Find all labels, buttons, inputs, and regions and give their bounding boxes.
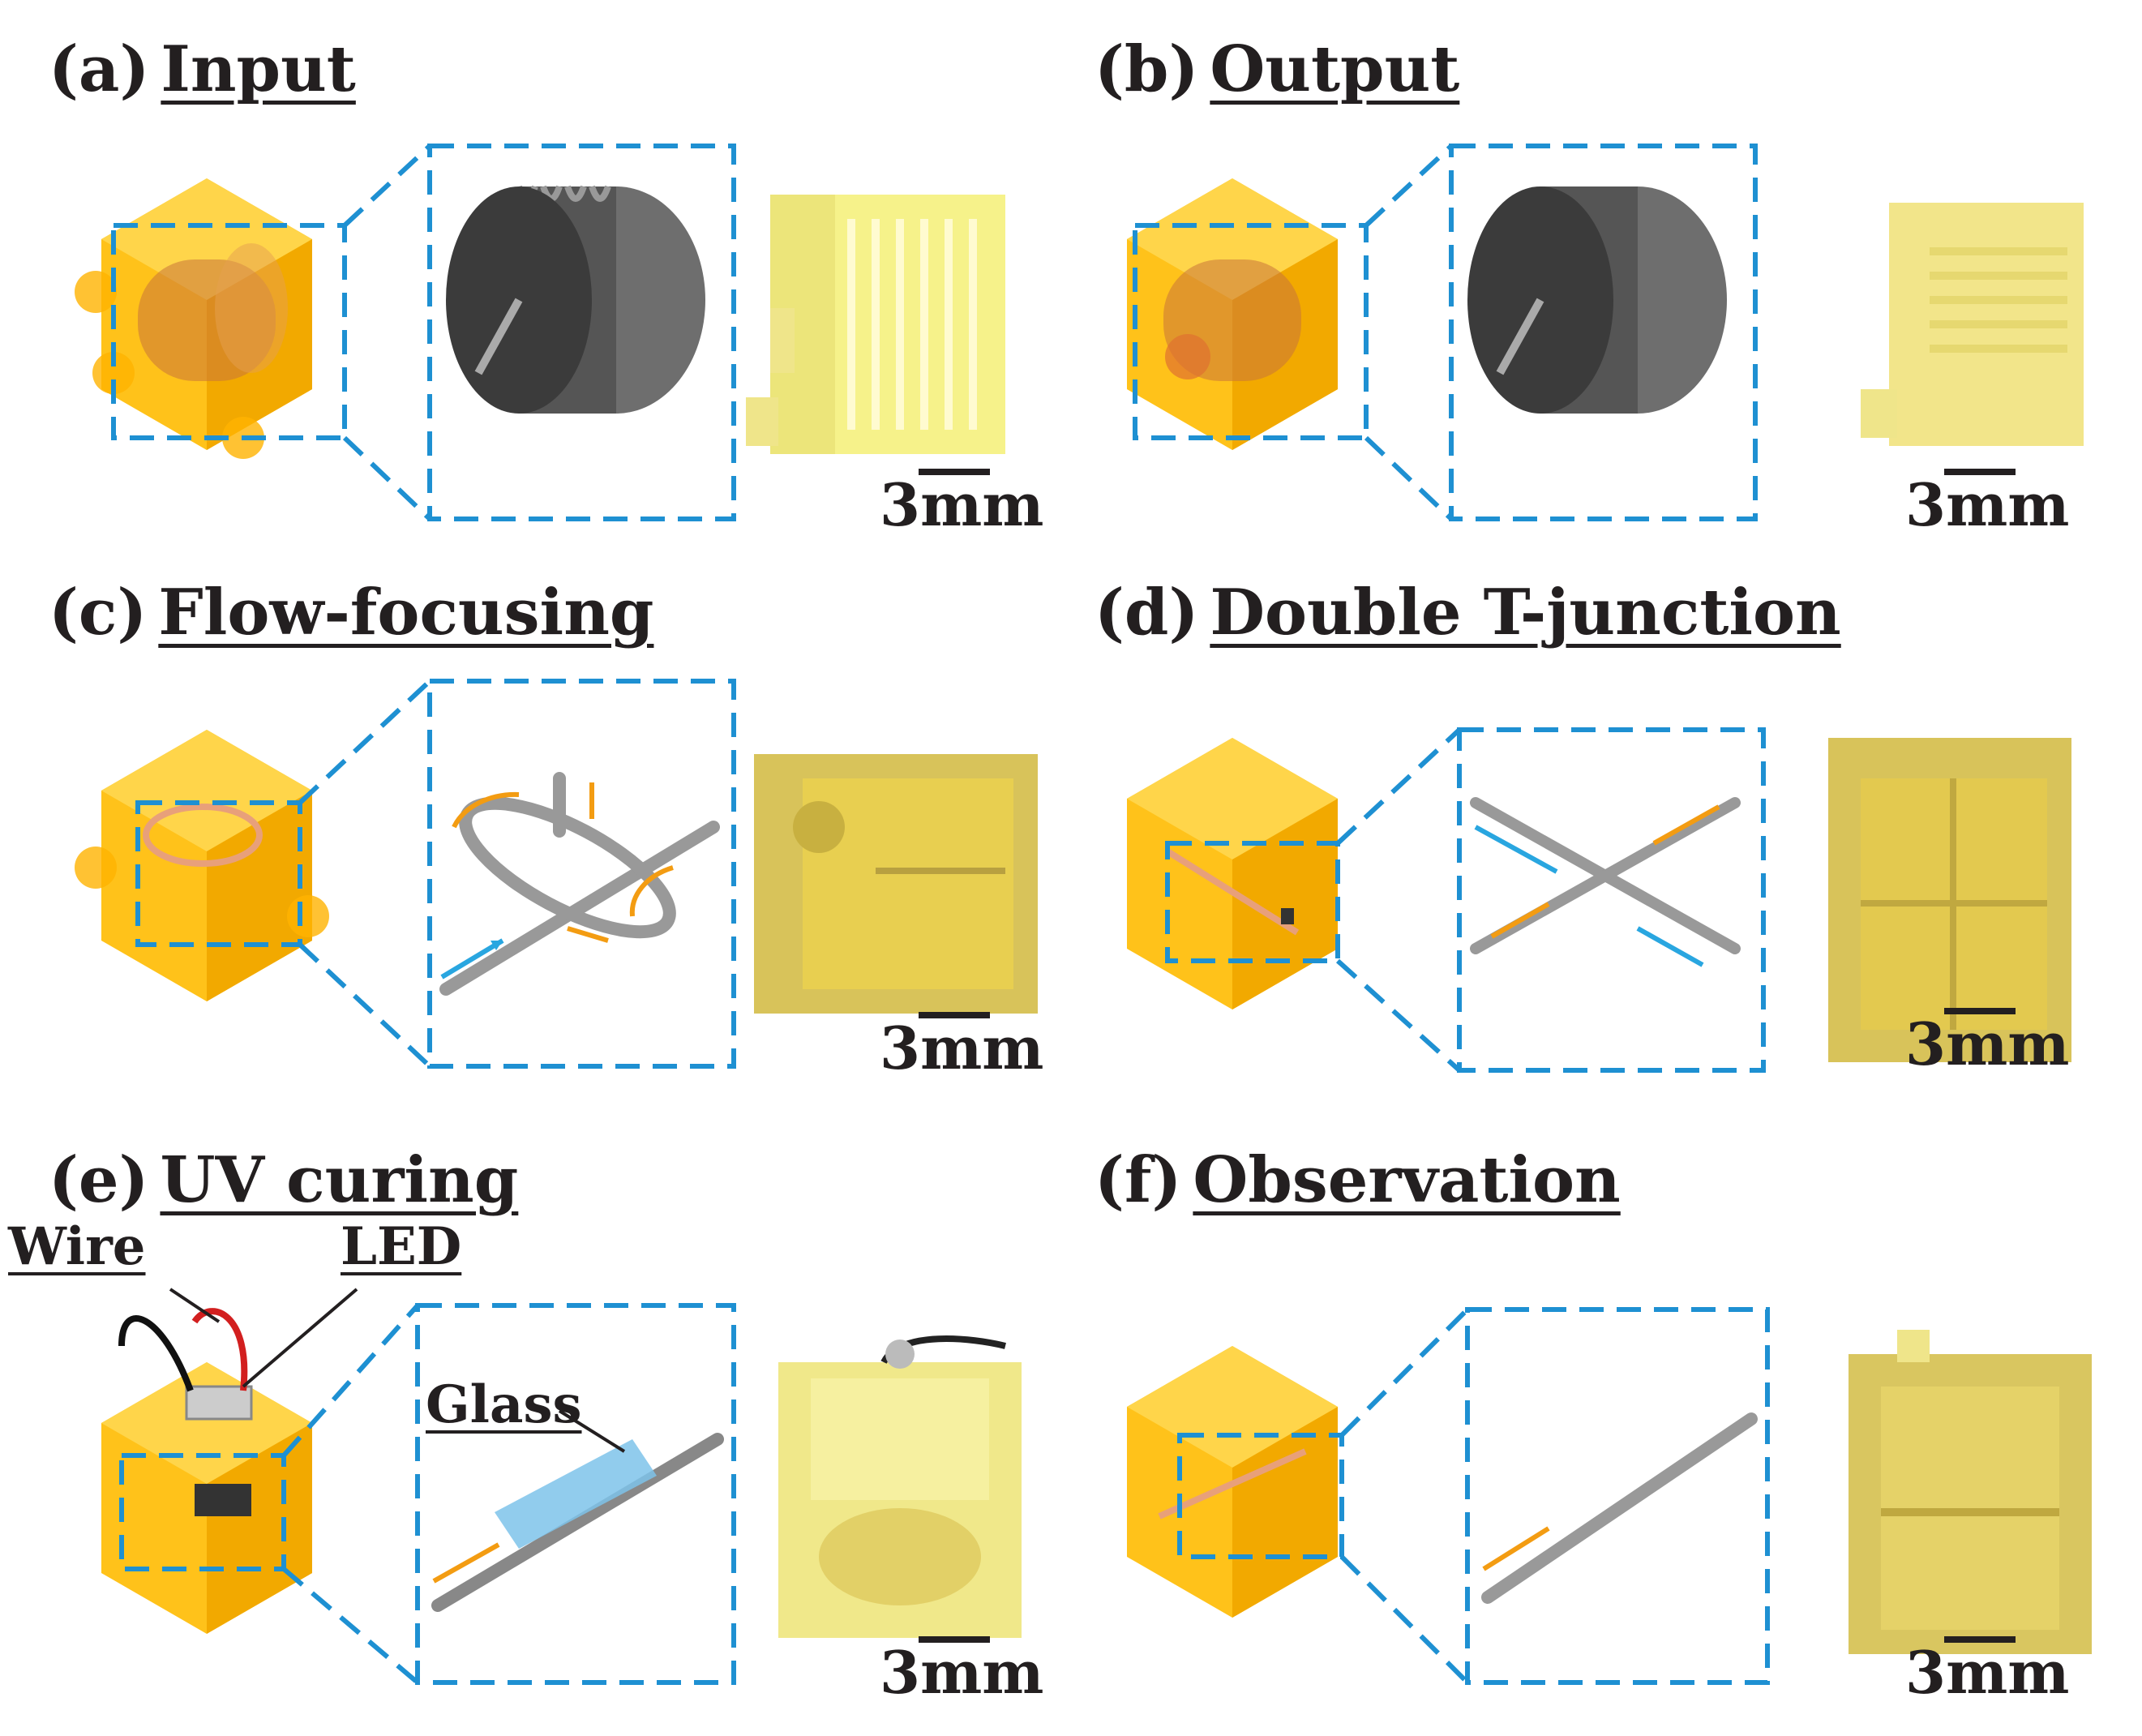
panel-a-illustration [75, 144, 1005, 521]
panel-e-scale: 3mm [880, 1636, 1044, 1707]
panel-c-scale: 3mm [880, 1012, 1044, 1082]
photo-module [1861, 203, 2084, 446]
glass-callout: Glass [426, 1374, 582, 1435]
panel-d-name: Double T-junction [1210, 576, 1841, 649]
panel-f-label: (f) [1095, 1143, 1182, 1217]
panel-c-title: (c)Flow-focusing [49, 576, 653, 649]
scale-bar-line [1944, 1636, 2016, 1643]
glass-block-icon [495, 1439, 657, 1549]
wire-callout: Wire [8, 1216, 146, 1277]
panel-c-flow-focusing: (c)Flow-focusing [0, 559, 1054, 1127]
panel-a-scale: 3mm [880, 469, 1044, 539]
cube-module-icon [1127, 738, 1338, 1009]
cube-module-icon [101, 1362, 312, 1634]
panel-d-illustration [1127, 727, 2071, 1073]
zoom-frame [1457, 727, 1766, 1073]
photo-module [1849, 1330, 2092, 1654]
panel-f-name: Observation [1193, 1143, 1621, 1217]
double-t-junction-channel-icon [1470, 797, 1741, 967]
observation-channel-icon [1481, 1412, 1758, 1604]
panel-c-scale-text: 3mm [880, 1014, 1044, 1082]
panel-e-illustration [101, 1288, 1022, 1685]
panel-b-illustration [1127, 144, 2084, 521]
panel-a-title: (a)Input [49, 32, 356, 106]
panel-d-scale-text: 3mm [1905, 1009, 2070, 1078]
panel-c-name: Flow-focusing [158, 576, 654, 649]
panel-b-name: Output [1210, 32, 1460, 106]
panel-e-label: (e) [49, 1143, 149, 1217]
cube-module-icon [1127, 178, 1338, 450]
panel-e-uv-curing: (e)UV curing Wire LED Glass [0, 1127, 1054, 1707]
scale-bar-line [919, 1636, 990, 1643]
scale-bar-line [919, 1012, 990, 1018]
zoom-frame [415, 1303, 736, 1685]
threaded-cylinder-icon [1467, 186, 1727, 414]
panel-a-input: (a)Input [0, 16, 1054, 584]
panel-d-title: (d)Double T-junction [1095, 576, 1841, 649]
panel-b-output: (b)Output [1070, 16, 2124, 584]
glass-capillary-icon [431, 1409, 724, 1612]
panel-f-observation: (f)Observation [1070, 1127, 2124, 1707]
panel-c-illustration [75, 679, 1038, 1069]
panel-b-scale: 3mm [1905, 469, 2070, 539]
panel-e-name: UV curing [160, 1143, 519, 1217]
panel-d-double-t-junction: (d)Double T-junction [1070, 559, 2124, 1127]
led-callout: LED [341, 1216, 462, 1277]
panel-d-scale: 3mm [1905, 1008, 2070, 1078]
threaded-cylinder-icon [446, 185, 705, 414]
scale-bar-line [1944, 1008, 2016, 1014]
cube-module-icon [1127, 1346, 1338, 1618]
scale-bar-line [1944, 469, 2016, 475]
zoom-frame [1465, 1307, 1770, 1685]
panel-a-label: (a) [49, 32, 150, 106]
zoom-frame [1449, 144, 1758, 521]
led-icon [185, 1385, 253, 1421]
panel-f-scale: 3mm [1905, 1636, 2070, 1707]
panel-f-title: (f)Observation [1095, 1143, 1621, 1217]
cube-module-icon [75, 730, 329, 1001]
photo-module [754, 754, 1038, 1014]
photo-module [778, 1335, 1022, 1638]
panel-b-label: (b) [1095, 32, 1199, 106]
panel-e-title: (e)UV curing [49, 1143, 518, 1217]
zoom-frame [427, 679, 736, 1069]
panel-a-name: Input [161, 32, 356, 106]
panel-d-label: (d) [1095, 576, 1199, 649]
cube-module-icon [75, 178, 312, 459]
panel-c-label: (c) [49, 576, 148, 649]
panel-f-scale-text: 3mm [1905, 1638, 2070, 1707]
scale-bar-line [919, 469, 990, 475]
wire-icon [118, 1315, 194, 1392]
photo-module [1828, 738, 2071, 1062]
panel-f-illustration [1127, 1307, 2092, 1685]
photo-module [746, 195, 1005, 454]
panel-a-scale-text: 3mm [880, 470, 1044, 539]
zoom-frame [427, 144, 736, 521]
panel-b-title: (b)Output [1095, 32, 1459, 106]
flow-focusing-channel-icon [439, 772, 720, 996]
panel-e-scale-text: 3mm [880, 1638, 1044, 1707]
panel-b-scale-text: 3mm [1905, 470, 2070, 539]
